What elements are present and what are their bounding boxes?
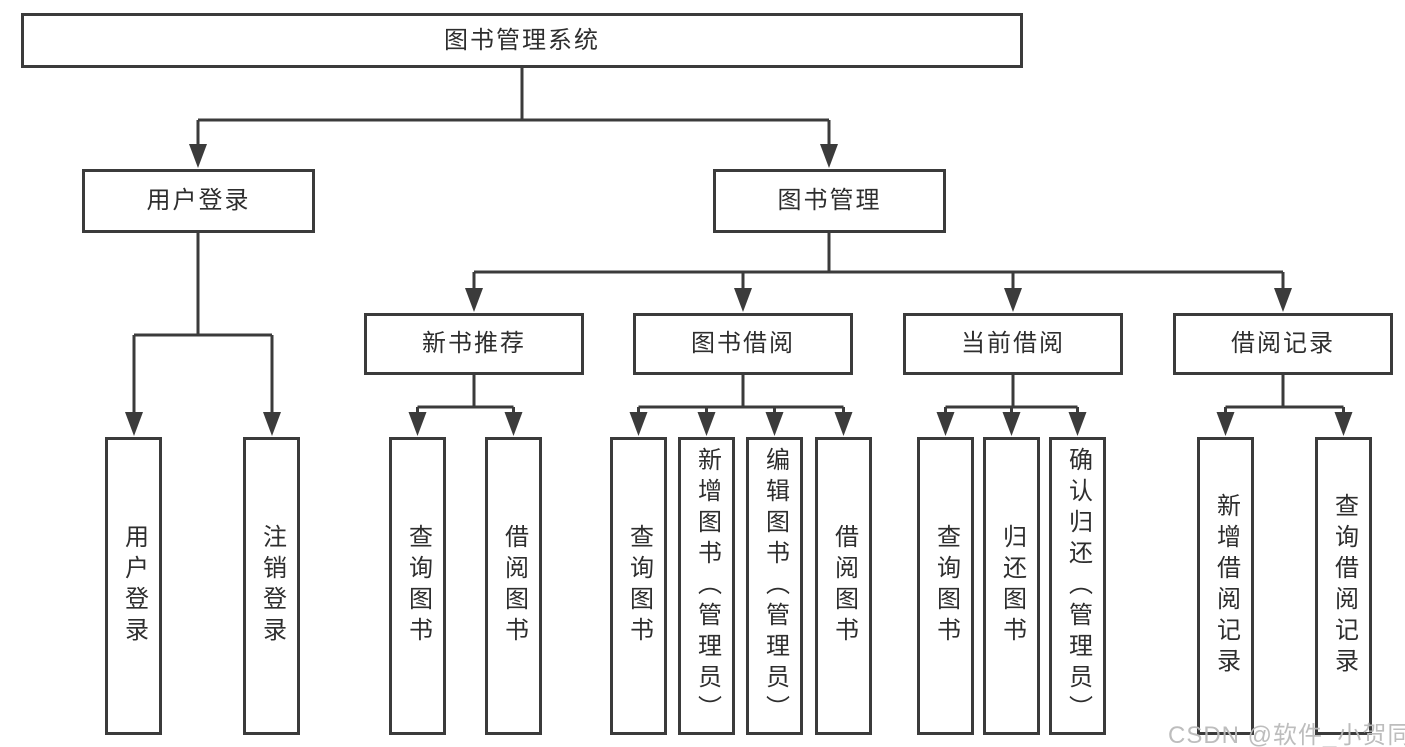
node-book-management: 图书管理 — [713, 169, 946, 233]
node-root-label: 图书管理系统 — [444, 26, 600, 54]
leaf-query-books-current-label: 查询图书 — [932, 524, 960, 648]
leaf-query-books-borrowing: 查询图书 — [610, 437, 667, 735]
node-book-borrowing: 图书借阅 — [633, 313, 853, 375]
leaf-add-borrow-record: 新增借阅记录 — [1197, 437, 1254, 735]
leaf-query-borrow-record: 查询借阅记录 — [1315, 437, 1372, 735]
leaf-add-books-admin-label: 新增图书（管理员） — [693, 446, 721, 726]
leaf-query-books-current: 查询图书 — [917, 437, 974, 735]
leaf-query-books-recommend-label: 查询图书 — [404, 524, 432, 648]
leaf-query-books-borrowing-label: 查询图书 — [625, 524, 653, 648]
leaf-edit-books-admin: 编辑图书（管理员） — [746, 437, 803, 735]
connector-paths — [132, 68, 1345, 414]
node-root-system: 图书管理系统 — [21, 13, 1023, 68]
leaf-borrow-books-recommend: 借阅图书 — [485, 437, 542, 735]
node-new-book-recommend: 新书推荐 — [364, 313, 584, 375]
leaf-user-login-label: 用户登录 — [120, 524, 148, 648]
leaf-logout-label: 注销登录 — [258, 524, 286, 648]
leaf-confirm-return-admin: 确认归还（管理员） — [1049, 437, 1106, 735]
leaf-borrow-books-borrowing: 借阅图书 — [815, 437, 872, 735]
node-new-book-recommend-label: 新书推荐 — [422, 330, 526, 357]
leaf-add-books-admin: 新增图书（管理员） — [678, 437, 735, 735]
node-book-borrowing-label: 图书借阅 — [691, 330, 795, 357]
leaf-return-books-label: 归还图书 — [998, 524, 1026, 648]
leaf-add-borrow-record-label: 新增借阅记录 — [1212, 493, 1240, 679]
leaf-return-books: 归还图书 — [983, 437, 1040, 735]
leaf-borrow-books-recommend-label: 借阅图书 — [500, 524, 528, 648]
arrowheads — [125, 144, 1353, 436]
node-book-management-label: 图书管理 — [777, 187, 882, 214]
leaf-logout: 注销登录 — [243, 437, 300, 735]
node-current-borrowing: 当前借阅 — [903, 313, 1123, 375]
node-user-login: 用户登录 — [82, 169, 315, 233]
node-borrowing-records: 借阅记录 — [1173, 313, 1393, 375]
node-current-borrowing-label: 当前借阅 — [961, 330, 1065, 357]
leaf-edit-books-admin-label: 编辑图书（管理员） — [761, 446, 789, 726]
leaf-query-borrow-record-label: 查询借阅记录 — [1330, 493, 1358, 679]
leaf-user-login: 用户登录 — [105, 437, 162, 735]
leaf-borrow-books-borrowing-label: 借阅图书 — [830, 524, 858, 648]
leaf-confirm-return-admin-label: 确认归还（管理员） — [1064, 446, 1092, 726]
csdn-watermark: CSDN @软件_小贺同学 — [1168, 722, 1405, 747]
node-borrowing-records-label: 借阅记录 — [1231, 330, 1335, 357]
leaf-query-books-recommend: 查询图书 — [389, 437, 446, 735]
node-user-login-label: 用户登录 — [146, 187, 251, 214]
